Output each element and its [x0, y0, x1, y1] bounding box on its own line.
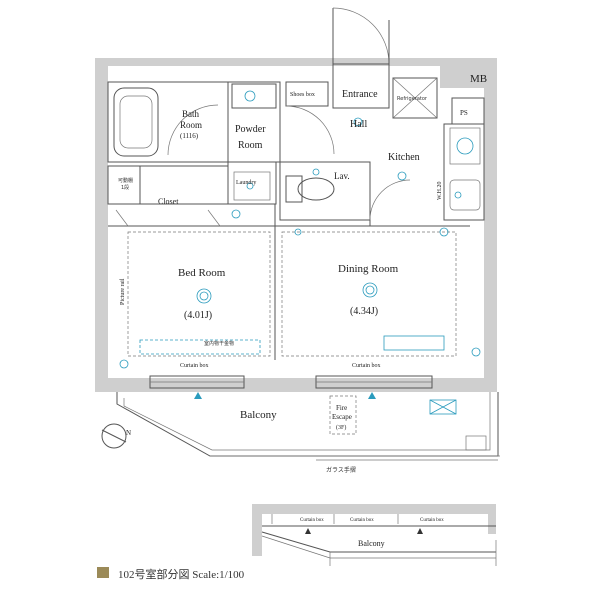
inset-curtain-box-2: Curtain box [350, 518, 374, 523]
balcony-outline [116, 392, 500, 461]
hall-door-swing [285, 105, 335, 155]
label-picture-rail: Picture rail [120, 278, 126, 305]
label-bed-room-size: (4.01J) [184, 310, 212, 321]
label-bath-room-1: Bath [182, 109, 199, 119]
label-powder-room-2: Room [238, 140, 263, 151]
inset-balcony: Balcony [358, 539, 385, 548]
label-fire-escape-1: Fire [336, 404, 347, 412]
label-dining-room-size: (4.34J) [350, 306, 378, 317]
balcony-windows [149, 375, 433, 389]
inset-plan [252, 504, 497, 566]
label-refrigerator: Refrigerator [397, 96, 428, 102]
label-curtain-box-2: Curtain box [352, 363, 381, 369]
compass-icon [96, 423, 132, 449]
label-mb: MB [470, 73, 487, 85]
inset-curtain-box-1: Curtain box [300, 518, 324, 523]
label-balcony: Balcony [240, 409, 277, 421]
label-indoor-drying: 室内物干金物 [204, 340, 234, 347]
label-shoes-box: Shoes box [290, 92, 315, 98]
legend-swatch [97, 567, 109, 578]
lav-door-swing [369, 179, 411, 221]
plan-caption: 102号室部分図 Scale:1/100 [118, 569, 245, 581]
label-closet: Closet [158, 197, 179, 206]
interior-walls [107, 63, 485, 360]
label-bath-size: (1116) [180, 132, 199, 140]
room-outlines [127, 231, 457, 357]
powder-sink [231, 83, 277, 109]
ac-unit [383, 335, 445, 351]
bathtub [113, 87, 159, 157]
label-powder-room-1: Powder [235, 124, 266, 135]
bath-door-swing [167, 104, 219, 156]
label-wh: W.H.20 [437, 182, 443, 200]
label-kitchen: Kitchen [388, 152, 420, 163]
label-compass-n: N [126, 429, 131, 437]
label-laundry: Laundry [236, 180, 256, 186]
inset-curtain-box-3: Curtain box [420, 518, 444, 523]
label-fire-escape-3: (3F) [336, 424, 346, 431]
drying-rail [139, 339, 261, 355]
label-bed-room: Bed Room [178, 267, 226, 279]
closet-doors [115, 209, 221, 227]
label-closet-small-2: 1段 [121, 184, 129, 191]
exterior-walls [95, 58, 497, 392]
label-dining-room: Dining Room [338, 263, 399, 275]
kitchen-appliances [449, 127, 481, 211]
label-entrance: Entrance [342, 89, 378, 100]
label-glass-handrail: ガラス手摺 [326, 466, 356, 474]
label-bath-room-2: Room [180, 120, 202, 130]
entrance-door [332, 7, 390, 65]
label-hall: Hall [350, 119, 367, 130]
label-ps: PS [460, 109, 468, 117]
laundry-pan [233, 171, 271, 201]
ceiling-lights [119, 117, 481, 369]
label-closet-small-1: 可動棚 [118, 177, 133, 184]
label-fire-escape-2: Escape [332, 413, 352, 421]
toilet [285, 175, 335, 203]
label-curtain-box-1: Curtain box [180, 363, 209, 369]
label-lav: Lav. [334, 171, 350, 181]
